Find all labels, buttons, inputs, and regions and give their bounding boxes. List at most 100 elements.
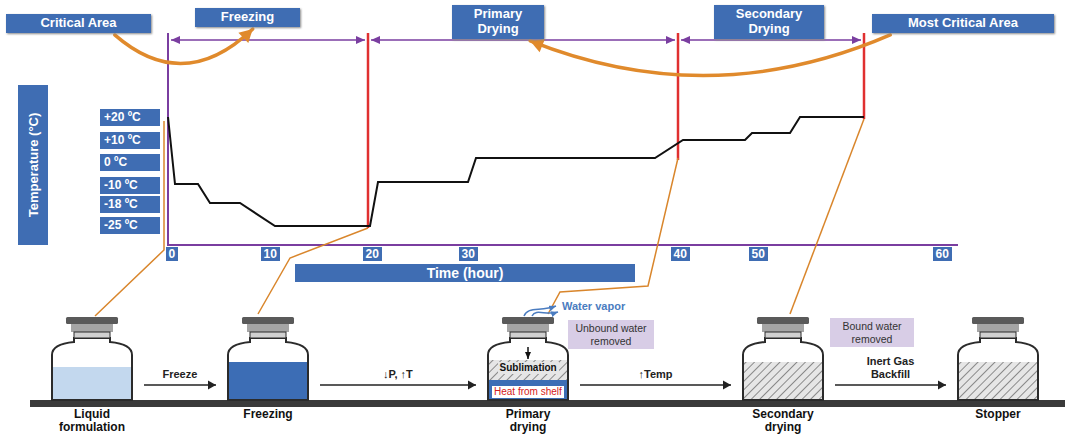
vial: Primary drying bbox=[478, 315, 578, 434]
liquid bbox=[53, 367, 131, 399]
phase-banner: Freezing bbox=[195, 8, 300, 27]
phase-banner: Most Critical Area bbox=[872, 14, 1054, 33]
phase-divider bbox=[367, 33, 370, 228]
vial-body bbox=[488, 338, 568, 400]
box-text: Most Critical Area bbox=[878, 16, 1048, 31]
tick-label: 0 ºC bbox=[100, 154, 160, 171]
dried-layer bbox=[489, 360, 567, 380]
vial: Freezing bbox=[218, 315, 318, 421]
box-text: Critical Area bbox=[12, 16, 145, 31]
tick-label: -10 ºC bbox=[100, 177, 160, 194]
box-text: Bound water removed bbox=[834, 320, 910, 345]
tick-label: 30 bbox=[459, 247, 478, 261]
tick-label: 20 bbox=[363, 247, 382, 261]
box-text: 20 bbox=[366, 247, 379, 261]
leader-line bbox=[548, 158, 678, 314]
process-arrow bbox=[580, 384, 731, 386]
illustration-label: Heat from shelf bbox=[492, 386, 564, 398]
box-text: +20 ºC bbox=[104, 110, 156, 125]
phase-divider bbox=[677, 33, 680, 160]
vial-outline bbox=[228, 338, 308, 400]
vial-cap bbox=[242, 317, 294, 338]
box-text: Time (hour) bbox=[301, 264, 629, 282]
box-text: 60 bbox=[936, 247, 949, 261]
arrow-label: ↓P, ↑T bbox=[381, 368, 415, 381]
arrow-head bbox=[238, 29, 252, 43]
vial-art bbox=[228, 317, 308, 400]
connector bbox=[580, 381, 731, 390]
leader-line bbox=[790, 119, 864, 314]
box-text: 10 bbox=[264, 247, 277, 261]
vial-body bbox=[228, 338, 308, 400]
box-text: -10 ºC bbox=[104, 178, 156, 193]
phase-banner: Secondary Drying bbox=[714, 5, 824, 39]
axis-title: Time (hour) bbox=[295, 264, 635, 282]
frozen-product bbox=[489, 380, 567, 399]
arrow-head bbox=[723, 381, 731, 390]
arrow-head bbox=[530, 39, 545, 52]
curved-arrow bbox=[530, 35, 890, 76]
frozen-product bbox=[229, 362, 307, 399]
box-text: +10 ºC bbox=[104, 133, 156, 148]
vial-outline bbox=[488, 338, 568, 400]
connector bbox=[530, 35, 890, 76]
tick-label: 10 bbox=[261, 247, 280, 261]
box-text: Temperature (°C) bbox=[26, 113, 41, 218]
vial-art bbox=[743, 317, 823, 400]
vial-outline bbox=[52, 338, 132, 400]
connector bbox=[835, 381, 946, 390]
box-text: Unbound water removed bbox=[572, 322, 650, 347]
arrow-head bbox=[938, 381, 946, 390]
vial-art bbox=[52, 317, 132, 400]
tick-label: 40 bbox=[671, 247, 690, 261]
connector bbox=[115, 29, 253, 64]
dried-cake bbox=[959, 362, 1037, 399]
illustration-label: Water vapor bbox=[562, 300, 625, 313]
axis-title: Temperature (°C) bbox=[18, 85, 48, 245]
span-arrow bbox=[171, 39, 365, 41]
vial-label: Primary drying bbox=[486, 408, 570, 434]
box-text: Primary Drying bbox=[458, 7, 538, 37]
arrow-label: Freeze bbox=[161, 368, 200, 381]
vial-body bbox=[743, 338, 823, 400]
vial: Liquid formulation bbox=[42, 315, 142, 434]
box-text: 50 bbox=[752, 247, 765, 261]
vial-cap bbox=[66, 317, 118, 338]
vial-label: Stopper bbox=[956, 408, 1040, 421]
arrow-head bbox=[468, 381, 476, 390]
process-arrow bbox=[320, 384, 476, 386]
vapor-arrow bbox=[532, 312, 558, 316]
vial-outline bbox=[743, 338, 823, 400]
box-text: -18 ºC bbox=[104, 197, 156, 212]
vial-label: Secondary drying bbox=[741, 408, 825, 434]
arrow-label: ↑Temp bbox=[637, 368, 675, 381]
vial: Stopper bbox=[948, 315, 1048, 421]
tick-label: 0 bbox=[166, 247, 179, 261]
vial-cap bbox=[757, 317, 809, 338]
vial-art bbox=[488, 317, 568, 400]
connector bbox=[144, 381, 216, 390]
arrow-head bbox=[208, 381, 216, 390]
process-arrow bbox=[144, 384, 216, 386]
box-text: Freezing bbox=[201, 10, 294, 25]
process-arrow bbox=[835, 384, 946, 386]
vial-cap bbox=[972, 317, 1024, 338]
box-text: 0 ºC bbox=[104, 155, 156, 170]
vial-label: Liquid formulation bbox=[50, 408, 134, 434]
box-text: 30 bbox=[462, 247, 475, 261]
vial-art bbox=[958, 317, 1038, 400]
tick-label: +10 ºC bbox=[100, 132, 160, 149]
x-axis bbox=[167, 244, 958, 246]
dried-cake bbox=[744, 362, 822, 399]
temperature-curve bbox=[168, 117, 864, 226]
tick-label: -25 ºC bbox=[100, 217, 160, 234]
phase-banner: Critical Area bbox=[6, 14, 151, 33]
sublimation-arrow bbox=[527, 347, 529, 359]
vial-body bbox=[958, 338, 1038, 400]
curved-arrow bbox=[115, 29, 253, 64]
y-axis bbox=[167, 33, 169, 246]
arrow-label: Inert Gas Backfill bbox=[854, 355, 928, 381]
vial-body bbox=[52, 338, 132, 400]
vial-cap bbox=[502, 317, 554, 338]
